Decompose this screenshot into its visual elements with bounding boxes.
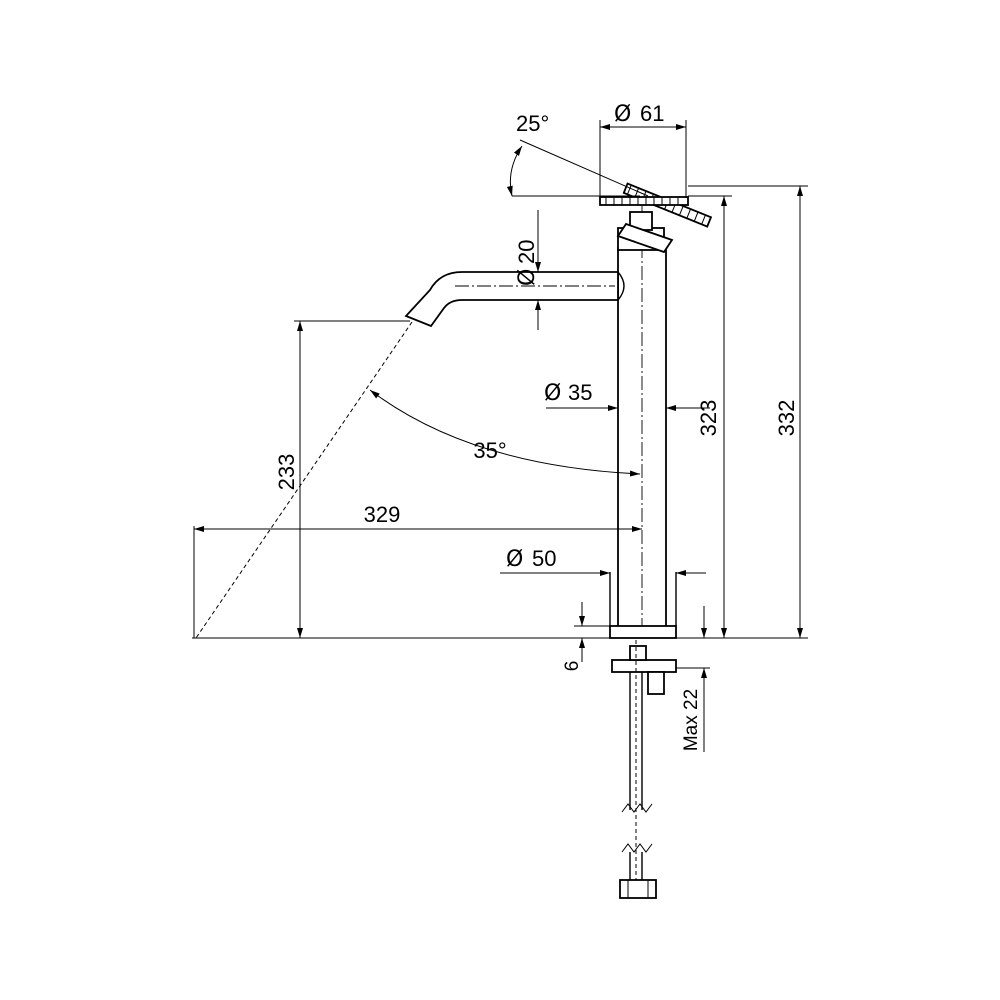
spout-diameter-symbol: Ø — [515, 269, 540, 286]
diameter-symbol: Ø — [614, 102, 631, 127]
dim-handle-angle: 25° — [506, 111, 649, 197]
handle-angle-label: 25° — [516, 111, 549, 136]
handle-diameter-label: 61 — [640, 101, 664, 126]
dim-spout-angle: 35° — [369, 389, 641, 477]
dim-body-height: 323 — [688, 195, 732, 638]
dim-spout-height: 233 — [274, 320, 410, 638]
handle-lever — [616, 222, 674, 254]
max-deck-label: Max 22 — [681, 689, 702, 751]
base-diameter-label: 50 — [532, 546, 556, 571]
dim-handle-diameter: Ø 61 — [599, 101, 687, 198]
dim-base-thickness: 6 — [562, 602, 610, 671]
dim-max-deck: Max 22 — [676, 606, 710, 752]
dim-base-diameter: Ø 50 — [500, 546, 706, 576]
spout-height-label: 233 — [274, 454, 299, 491]
dim-spout-diameter: Ø 20 — [514, 210, 541, 330]
fixing-nut — [611, 659, 677, 673]
hose-connector — [619, 879, 657, 899]
spout-diameter-label: 20 — [514, 240, 539, 264]
body-diameter-label: 35 — [568, 380, 592, 405]
dim-total-height: 332 — [688, 185, 808, 638]
spout-angle-label: 35° — [473, 438, 506, 463]
total-height-label: 332 — [774, 400, 799, 437]
faucet-outline — [404, 182, 713, 899]
spout-reach-label: 329 — [364, 502, 401, 527]
water-stream-line — [195, 321, 413, 639]
body-diameter-symbol: Ø — [544, 381, 561, 406]
spout — [404, 271, 619, 328]
base-diameter-symbol: Ø — [506, 547, 523, 572]
base-thickness-label: 6 — [562, 661, 583, 672]
base-flange — [609, 625, 677, 639]
dim-spout-reach: 329 — [193, 502, 642, 638]
body-height-label: 323 — [696, 400, 721, 437]
